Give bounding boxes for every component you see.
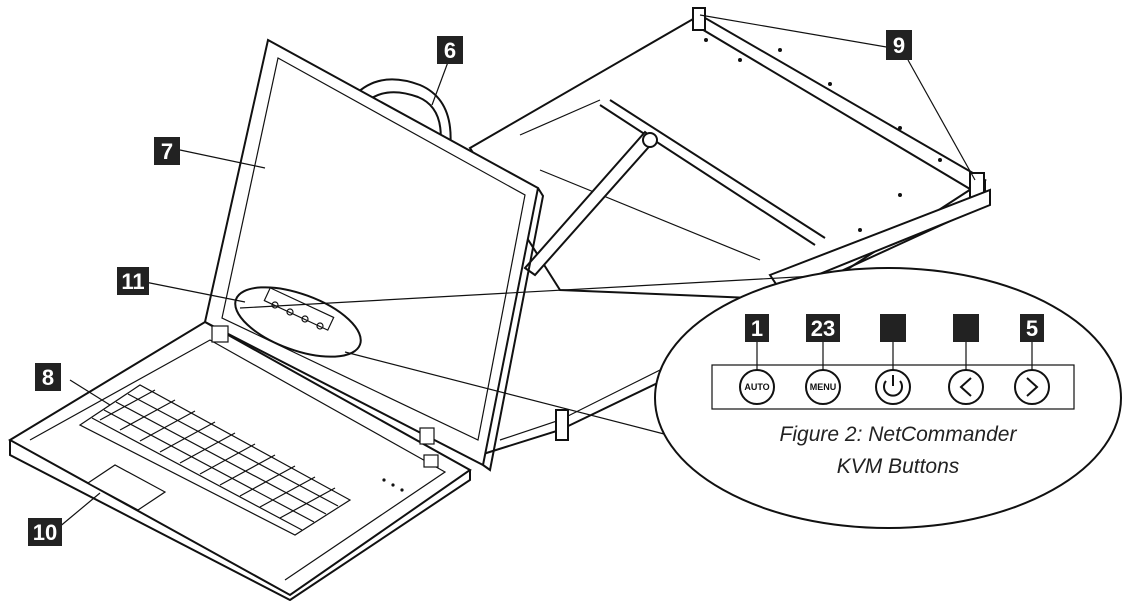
callout-23: 23 [806, 314, 840, 342]
lcd-monitor [203, 38, 545, 472]
callout-1: 1 [745, 314, 769, 342]
svg-text:11: 11 [121, 269, 144, 294]
callout-10: 10 [28, 518, 62, 546]
zoomed-button-panel: AUTO MENU Figure 2: NetCommander KVM But… [654, 267, 1122, 529]
callout-9: 9 [886, 30, 912, 60]
touchpad [86, 464, 167, 511]
bezel-highlight-ellipse [234, 286, 362, 358]
svg-text:7: 7 [161, 139, 173, 164]
svg-text:MENU: MENU [810, 382, 837, 392]
callout-blank-3 [880, 314, 906, 342]
svg-text:AUTO: AUTO [744, 382, 769, 392]
callout-8: 8 [35, 363, 61, 391]
caption-line-2: KVM Buttons [837, 455, 960, 478]
svg-text:1: 1 [751, 316, 763, 341]
svg-text:5: 5 [1026, 316, 1038, 341]
svg-text:23: 23 [811, 316, 835, 341]
svg-text:9: 9 [893, 33, 905, 58]
svg-text:10: 10 [33, 520, 57, 545]
bezel-button-strip [263, 287, 335, 331]
svg-text:8: 8 [42, 365, 54, 390]
callout-5: 5 [1020, 314, 1044, 342]
callout-blank-4 [953, 314, 979, 342]
callout-leader-lines [57, 14, 976, 529]
rack-chassis [468, 7, 991, 456]
svg-text:6: 6 [444, 38, 456, 63]
caption-line-1: Figure 2: NetCommander [780, 423, 1018, 446]
keyboard [78, 384, 352, 536]
zoom-connector-lines [239, 275, 816, 436]
callout-6: 6 [437, 36, 463, 64]
keyboard-tray [8, 320, 472, 601]
callout-11: 11 [117, 267, 149, 295]
callout-7: 7 [154, 137, 180, 165]
